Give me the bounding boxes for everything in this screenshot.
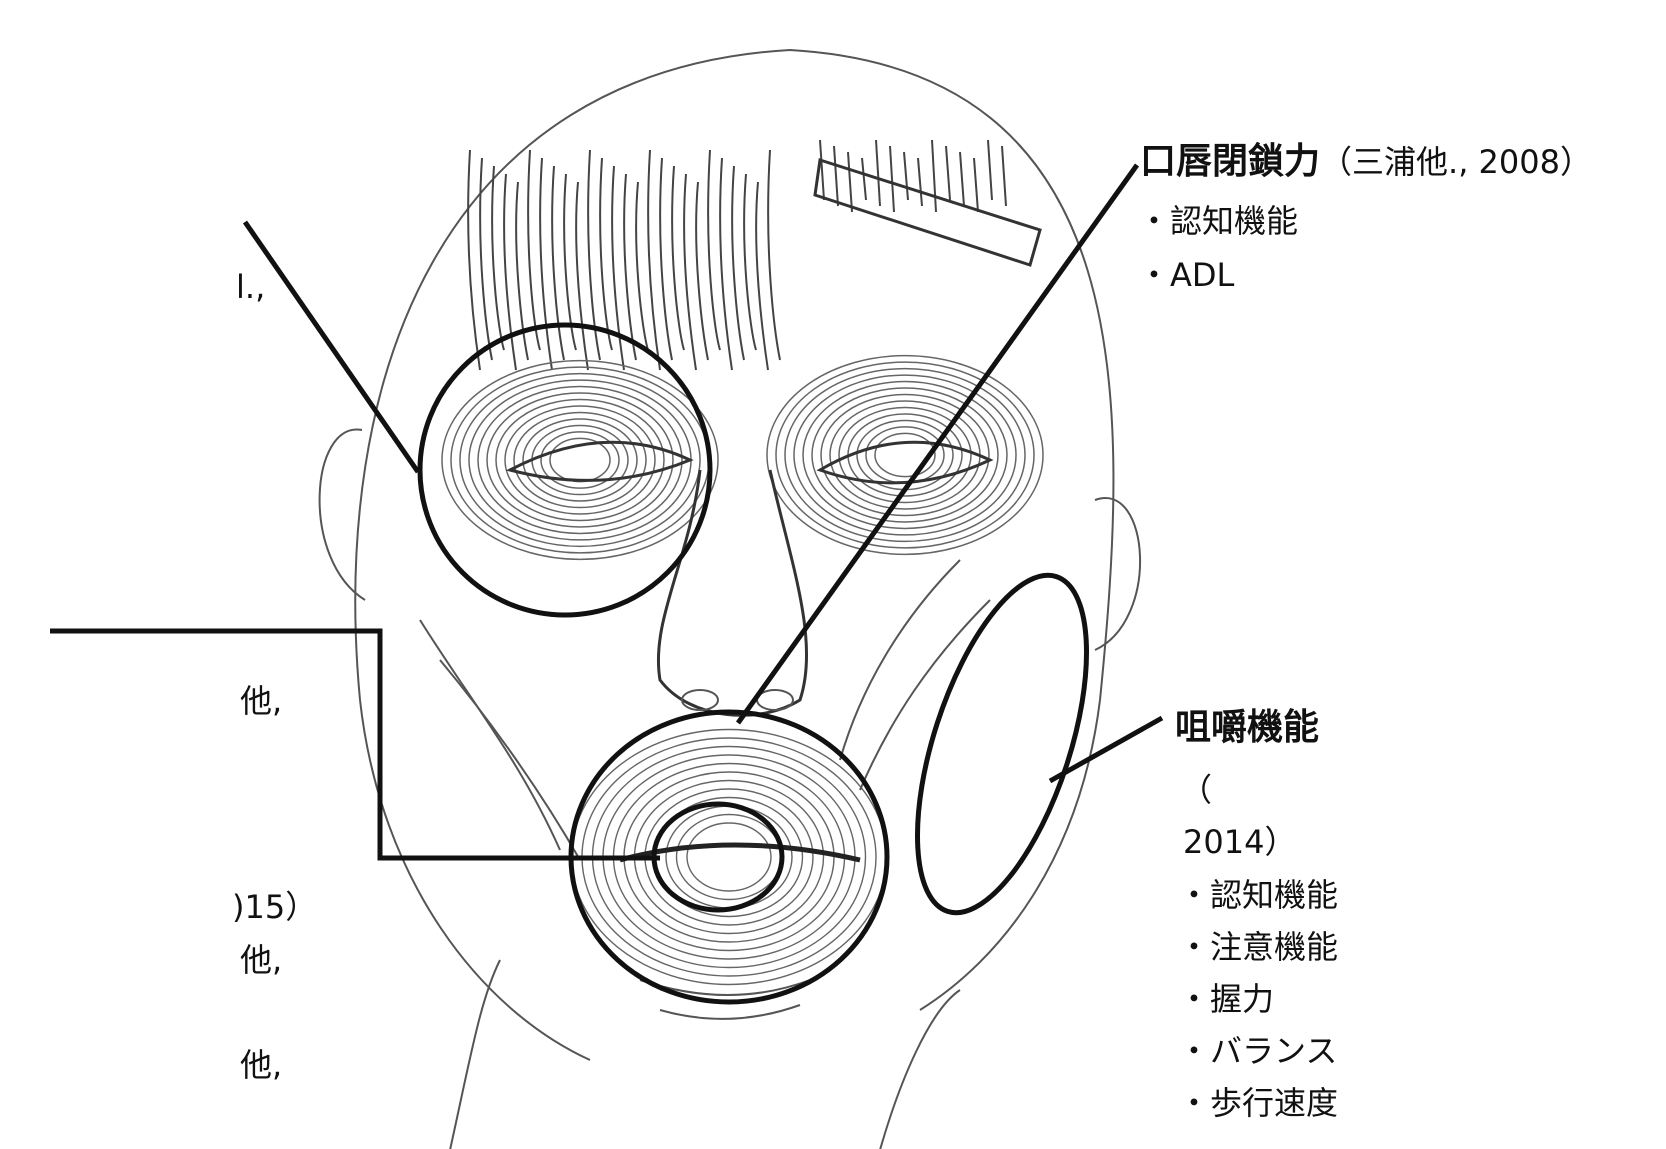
left-fragment-3: 他, xyxy=(240,935,282,981)
mastication-title: 咀嚼機能 xyxy=(1175,710,1319,746)
mouth-ring-stroke xyxy=(677,815,782,900)
frontalis-stroke xyxy=(960,152,964,206)
right-zygomatic xyxy=(840,560,960,760)
frontalis-stroke xyxy=(504,174,516,370)
left-ear xyxy=(320,429,365,600)
left-fragment-4: 他, xyxy=(240,1040,282,1086)
left-eye-ring-stroke xyxy=(496,400,664,521)
mastication-citation-close: 2014） xyxy=(1183,817,1296,863)
frontalis-stroke xyxy=(480,158,492,360)
mouth-left-callout-line xyxy=(50,631,660,858)
left-orbicularis-oculi-lines xyxy=(442,361,718,560)
mastication-citation-open: （ xyxy=(1180,765,1212,811)
chin-lines xyxy=(640,980,810,1019)
frontalis-stroke xyxy=(946,146,950,200)
right-orbicularis-oculi-lines xyxy=(767,356,1043,555)
frontalis-stroke xyxy=(1002,146,1006,206)
mouth-ring-stroke xyxy=(666,806,792,908)
frontalis-stroke xyxy=(576,182,588,370)
highlight-shapes xyxy=(420,325,1121,1002)
left-eye-ring-stroke xyxy=(532,425,628,494)
face-muscle-sketch xyxy=(320,50,1140,1149)
left-eye-ring-stroke xyxy=(478,387,682,534)
jaw-outline xyxy=(360,700,1100,1060)
frontalis-stroke xyxy=(988,140,992,200)
mastication-item-grip: ・握力 xyxy=(1178,974,1274,1020)
frontalis-stroke xyxy=(540,158,552,370)
frontalis-stroke xyxy=(974,158,978,212)
right-eye-ring-stroke xyxy=(875,433,935,476)
left-eye-ring-stroke xyxy=(469,380,691,540)
eye-callout-line xyxy=(245,222,418,472)
frontalis-stroke xyxy=(834,146,838,206)
lip-callout-line xyxy=(738,165,1137,723)
frontalis-stroke xyxy=(648,150,660,370)
frontalis-stroke xyxy=(890,146,894,212)
lip-closure-citation: （三浦他., 2008） xyxy=(1320,143,1592,181)
frontalis-stroke xyxy=(684,174,696,370)
frontalis-stroke xyxy=(492,166,504,350)
mastication-item-balance: ・バランス xyxy=(1178,1026,1337,1072)
frontalis-stroke xyxy=(552,166,564,360)
mastication-item-attention: ・注意機能 xyxy=(1178,922,1338,968)
frontalis-stroke xyxy=(708,150,720,350)
lip-item-adl: ・ADL xyxy=(1138,250,1234,296)
frontalis-stroke xyxy=(720,158,732,370)
left-cheek-muscle-2 xyxy=(440,660,580,860)
frontalis-stroke xyxy=(732,166,744,360)
frontalis-lines xyxy=(468,140,1006,370)
mastication-item-gait: ・歩行速度 xyxy=(1178,1078,1338,1124)
frontalis-stroke xyxy=(468,150,480,370)
right-eye-ring-stroke xyxy=(794,375,1016,535)
lip-item-cognition: ・認知機能 xyxy=(1138,196,1298,242)
masseter-callout-line xyxy=(1050,718,1162,781)
right-eye-ring-stroke xyxy=(821,395,989,516)
mouth-ring-stroke xyxy=(645,789,813,925)
left-fragment-1: 他, xyxy=(240,676,282,722)
neck-line xyxy=(450,960,960,1149)
mouth-inner-ellipse xyxy=(654,804,782,910)
frontalis-stroke xyxy=(672,166,684,350)
frontalis-stroke xyxy=(600,158,612,350)
frontalis-stroke xyxy=(848,152,852,212)
left-eye-ring-stroke xyxy=(451,367,709,553)
frontalis-stroke xyxy=(660,158,672,360)
frontalis-stroke xyxy=(768,150,780,360)
frontalis-stroke xyxy=(744,174,756,350)
frontalis-stroke xyxy=(862,158,866,200)
right-eye-ring-stroke xyxy=(767,356,1043,555)
left-cheek-muscle xyxy=(420,620,560,850)
left-fragment-2: )15） xyxy=(232,882,317,928)
lip-block-heading: 口唇閉鎖力（三浦他., 2008） xyxy=(1140,144,1592,180)
frontalis-stroke xyxy=(756,182,768,370)
frontalis-stroke xyxy=(918,158,922,206)
right-eye-ring-stroke xyxy=(776,362,1034,548)
mouth-ring-stroke xyxy=(687,823,771,891)
frontalis-stroke xyxy=(932,140,936,212)
frontalis-stroke xyxy=(876,140,880,206)
mastication-item-cognition: ・認知機能 xyxy=(1178,870,1338,916)
lip-closure-title: 口唇閉鎖力 xyxy=(1140,141,1320,182)
right-ear xyxy=(1095,498,1140,650)
left-fragment-eye: l., xyxy=(236,268,265,306)
frontalis-stroke xyxy=(820,140,824,200)
masseter-ellipse xyxy=(883,556,1121,933)
frontalis-stroke xyxy=(624,174,636,360)
frontalis-stroke xyxy=(696,182,708,360)
frontalis-stroke xyxy=(528,150,540,350)
frontalis-stroke xyxy=(636,182,648,350)
frontalis-stroke xyxy=(904,152,908,200)
left-eye-ring-stroke xyxy=(442,361,718,560)
